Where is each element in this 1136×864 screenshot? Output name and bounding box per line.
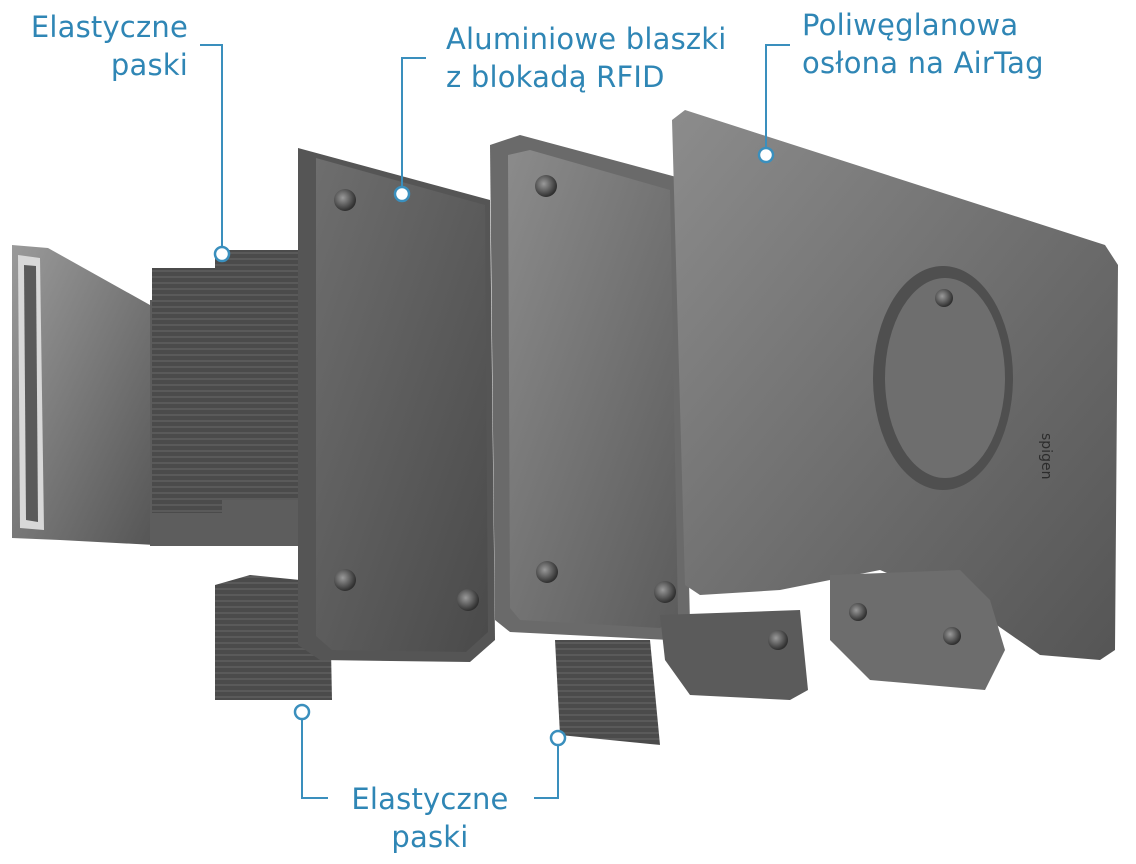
callout-dot-top-right	[757, 146, 775, 164]
callout-text-line: Aluminiowe blaszki	[446, 22, 727, 56]
callout-dot-bottom-left	[293, 703, 311, 721]
callout-label-aluminium-plates: Aluminiowe blaszki z blokadą RFID	[446, 20, 776, 96]
lower-mid-strap-part	[555, 640, 660, 745]
second-aluminium-plate	[490, 135, 690, 640]
callout-dot-top-left	[213, 245, 231, 263]
callout-line-top-left	[200, 44, 223, 254]
callout-dots	[213, 146, 775, 747]
callout-text-line: z blokadą RFID	[446, 60, 665, 94]
callout-dot-bottom-right	[549, 729, 567, 747]
callout-text-line: Poliwęglanowa	[802, 8, 1019, 42]
callout-text-line: Elastyczne	[30, 10, 188, 44]
callout-label-elastic-straps-bottom: Elastyczne paski	[330, 780, 530, 856]
callout-line-top-right	[765, 44, 790, 155]
callout-text-line: Elastyczne	[351, 782, 509, 816]
back-strap-part	[152, 250, 300, 513]
callout-dot-top-middle	[393, 185, 411, 203]
callout-line-bottom-right	[534, 738, 559, 799]
callout-line-bottom-left	[301, 712, 328, 799]
first-aluminium-plate	[298, 148, 495, 662]
lower-tab-part	[660, 610, 808, 700]
callout-text-line: paski	[391, 820, 469, 854]
callout-label-airtag-shell: Poliwęglanowa osłona na AirTag	[802, 6, 1102, 82]
callout-lines	[200, 44, 790, 799]
callout-text-line: paski	[110, 48, 188, 82]
airtag-shell-part: spigen	[672, 110, 1118, 690]
callout-label-elastic-straps-top: Elastyczne paski	[18, 8, 188, 84]
callout-text-line: osłona na AirTag	[802, 46, 1044, 80]
spigen-logo: spigen	[1038, 433, 1054, 479]
callout-line-top-middle	[401, 57, 426, 194]
